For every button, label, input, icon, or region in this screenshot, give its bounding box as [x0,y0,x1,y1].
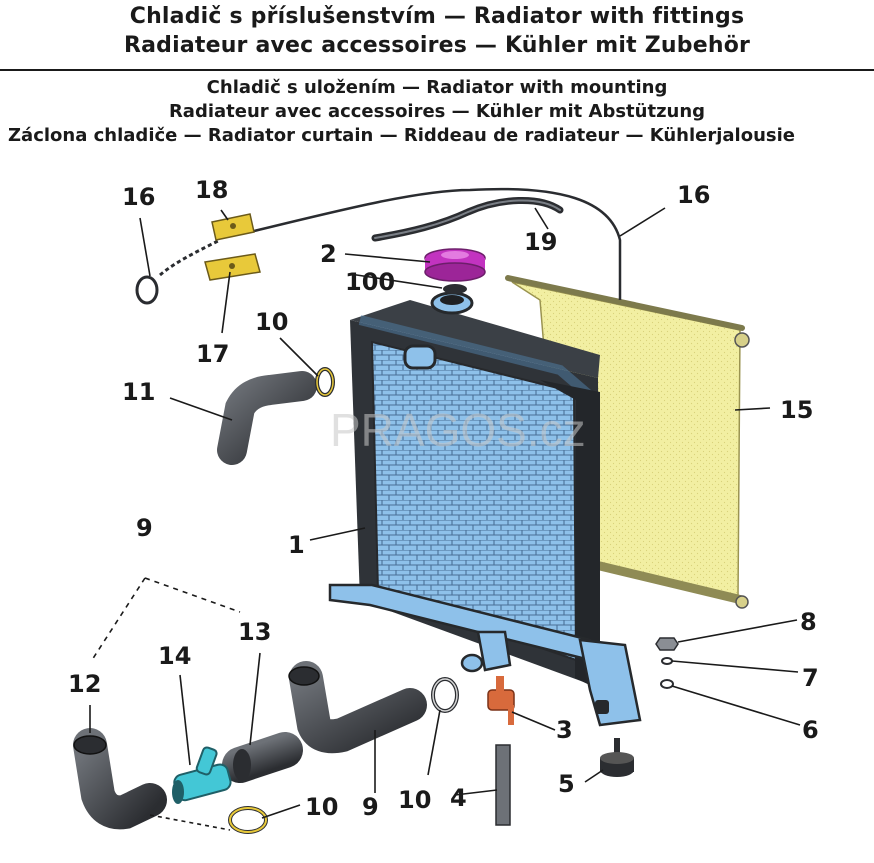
leader-lines [89,207,801,831]
part-label-19: 19 [524,228,557,256]
part-label-3: 3 [556,716,573,744]
washer-6 [660,679,674,689]
drain-tap [487,676,515,725]
part-label-16-left: 16 [122,183,155,211]
part-label-9-bottom: 9 [362,793,379,821]
radiator-cap [424,248,486,282]
part-label-13: 13 [238,618,271,646]
part-label-18: 18 [195,176,228,204]
part-label-11: 11 [122,378,155,406]
part-label-4: 4 [450,784,467,812]
part-label-8: 8 [800,608,817,636]
part-label-100: 100 [345,268,395,296]
rubber-mount [600,738,634,777]
part-label-14: 14 [158,642,191,670]
part-label-10-middle: 10 [398,786,431,814]
subtitle-line-3: Záclona chladiče — Radiator curtain — Ri… [8,125,795,146]
lower-hose-elbow [73,728,167,830]
overflow-tube [371,197,564,242]
part-label-15: 15 [780,396,813,424]
part-labels: 1 2 3 4 5 6 7 8 9 9 10 10 10 11 12 13 14… [68,176,819,821]
part-label-9-top: 9 [136,514,153,542]
hose-clamp-middle [431,677,459,713]
lower-hose-long [288,661,427,754]
page-title-line-2: Radiateur avec accessoires — Kühler mit … [123,33,751,58]
part-label-10-bottom: 10 [305,793,338,821]
header-divider [0,69,874,71]
chain-bracket-upper [211,213,255,241]
part-label-16-right: 16 [677,181,710,209]
watermark-text: PRAGOS.cz [330,404,586,456]
hose-connector [172,746,232,804]
cap-seal [443,284,467,294]
part-label-10-top: 10 [255,308,288,336]
drain-hose [495,744,511,826]
part-label-6: 6 [802,716,819,744]
washer-7 [661,657,673,665]
subtitle-line-2: Radiateur avec accessoires — Kühler mit … [168,101,706,122]
hose-clamp-upper [315,367,335,397]
part-label-17: 17 [196,340,229,368]
chain-bracket-lower [204,253,261,281]
hose-clamp-lower [228,806,268,834]
upper-hose [217,371,317,465]
part-label-2: 2 [320,240,337,268]
page-title-line-1: Chladič s příslušenstvím — Radiator with… [129,4,745,29]
subtitle-line-1: Chladič s uložením — Radiator with mount… [206,77,668,98]
cap-chain [135,187,622,305]
part-label-7: 7 [802,664,819,692]
part-label-1: 1 [288,531,305,559]
radiator-body [328,291,642,727]
part-label-12: 12 [68,670,101,698]
hose-sleeve [222,732,303,783]
nut-8 [655,637,679,651]
part-label-5: 5 [558,770,575,798]
